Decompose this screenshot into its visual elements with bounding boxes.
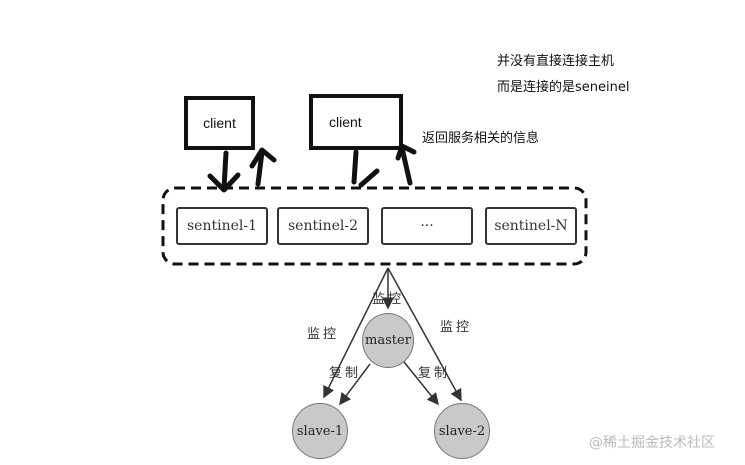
master-label: master xyxy=(365,333,411,348)
note-line-1: 并没有直接连接主机 xyxy=(497,54,615,69)
client-box-1: client xyxy=(184,96,255,150)
master-node: master xyxy=(362,313,414,368)
edge-label-replicate-left: 复制 xyxy=(329,366,362,381)
watermark: @稀土掘金技术社区 xyxy=(589,435,715,451)
slave-1-label: slave-1 xyxy=(296,423,344,439)
note-line-2: 而是连接的是seneinel xyxy=(497,80,630,95)
client-box-2: client xyxy=(309,94,403,150)
replicate-line-slave1 xyxy=(339,363,371,406)
slave-2-label: slave-2 xyxy=(438,423,486,439)
edge-label-monitor-center: 监控 xyxy=(372,292,405,307)
replicate-line-slave2 xyxy=(403,361,439,406)
client-label: client xyxy=(329,114,362,130)
edge-label-monitor-right: 监控 xyxy=(440,320,473,335)
client-label: client xyxy=(203,115,236,131)
edge-label-replicate-right: 复制 xyxy=(418,366,451,381)
sentinel-label: sentinel-N xyxy=(494,218,568,234)
client-sentinel-arrows xyxy=(207,143,417,193)
sentinel-label: sentinel-1 xyxy=(186,218,257,234)
sentinel-box-1: sentinel-1 xyxy=(176,207,268,245)
monitor-line-slave2 xyxy=(387,267,462,402)
slave-node-1: slave-1 xyxy=(292,403,348,459)
sentinel-label: ··· xyxy=(420,218,434,234)
edge-label-monitor-left: 监控 xyxy=(307,327,340,342)
sentinel-box-n: sentinel-N xyxy=(485,207,577,245)
sentinel-box-ellipsis: ··· xyxy=(381,207,473,245)
sentinel-label: sentinel-2 xyxy=(287,218,358,234)
slave-node-2: slave-2 xyxy=(434,403,490,459)
sentinel-group-border xyxy=(161,186,588,266)
note-return-info: 返回服务相关的信息 xyxy=(422,131,540,146)
sentinel-box-2: sentinel-2 xyxy=(277,207,369,245)
monitor-line-slave1 xyxy=(323,267,389,399)
